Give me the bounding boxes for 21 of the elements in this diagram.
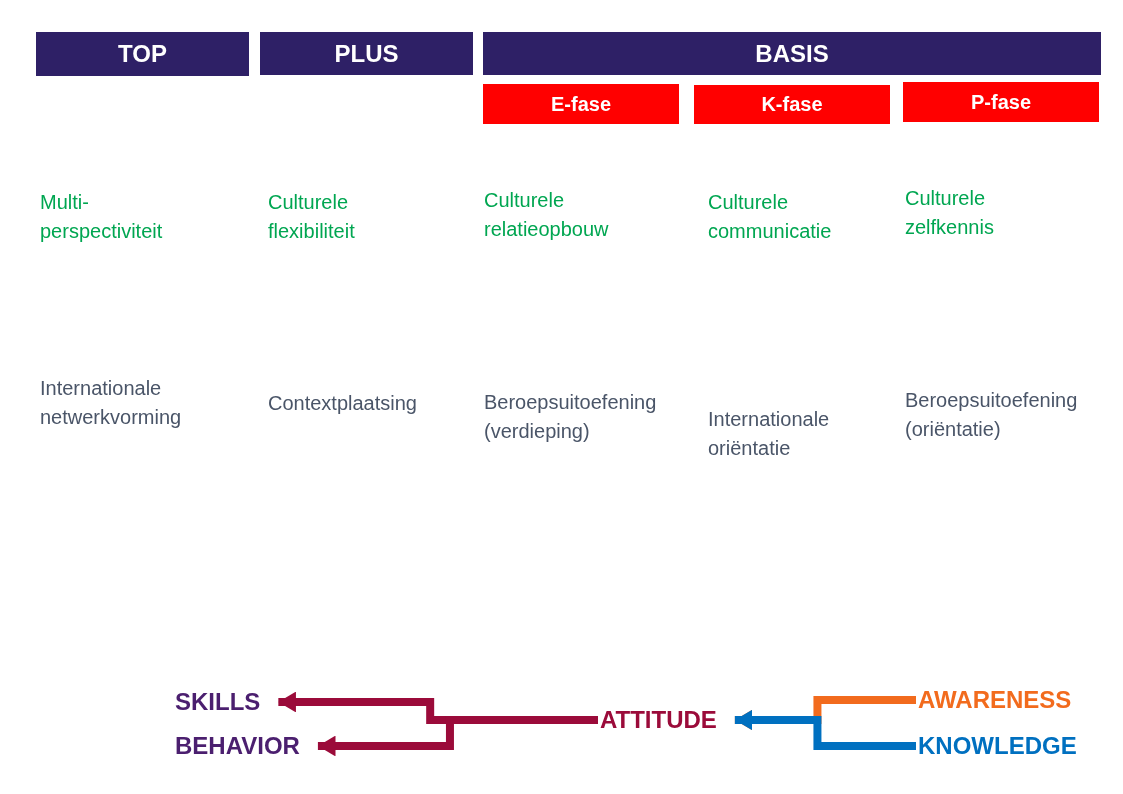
competence-label: Multi-perspectiviteit (40, 190, 164, 244)
header-bar: P-fase (903, 82, 1099, 122)
topic-label: Internationale netwerkvorming (40, 376, 183, 430)
header-bar: TOP (36, 32, 249, 76)
topic-label: Beroepsuitoefening (verdieping) (484, 390, 658, 444)
competence-label: Culturele communicatie (708, 190, 833, 244)
header-bar: PLUS (260, 32, 473, 75)
category-label: KNOWLEDGE (918, 732, 1077, 760)
topic-label: Internationale oriëntatie (708, 407, 831, 461)
competence-label: Culturele flexibiliteit (268, 190, 356, 244)
topic-label: Contextplaatsing (268, 391, 418, 416)
competence-label: Culturele zelfkennis (905, 186, 995, 240)
header-bar: K-fase (694, 85, 890, 124)
category-label: AWARENESS (918, 686, 1072, 714)
category-label: ATTITUDE (600, 706, 717, 734)
topic-label: Beroepsuitoefening (oriëntatie) (905, 388, 1079, 442)
header-bar: E-fase (483, 84, 679, 124)
competence-label: Culturele relatieopbouw (484, 188, 610, 242)
category-label: SKILLS (175, 688, 261, 716)
header-bar: BASIS (483, 32, 1101, 75)
category-label: BEHAVIOR (175, 732, 300, 760)
